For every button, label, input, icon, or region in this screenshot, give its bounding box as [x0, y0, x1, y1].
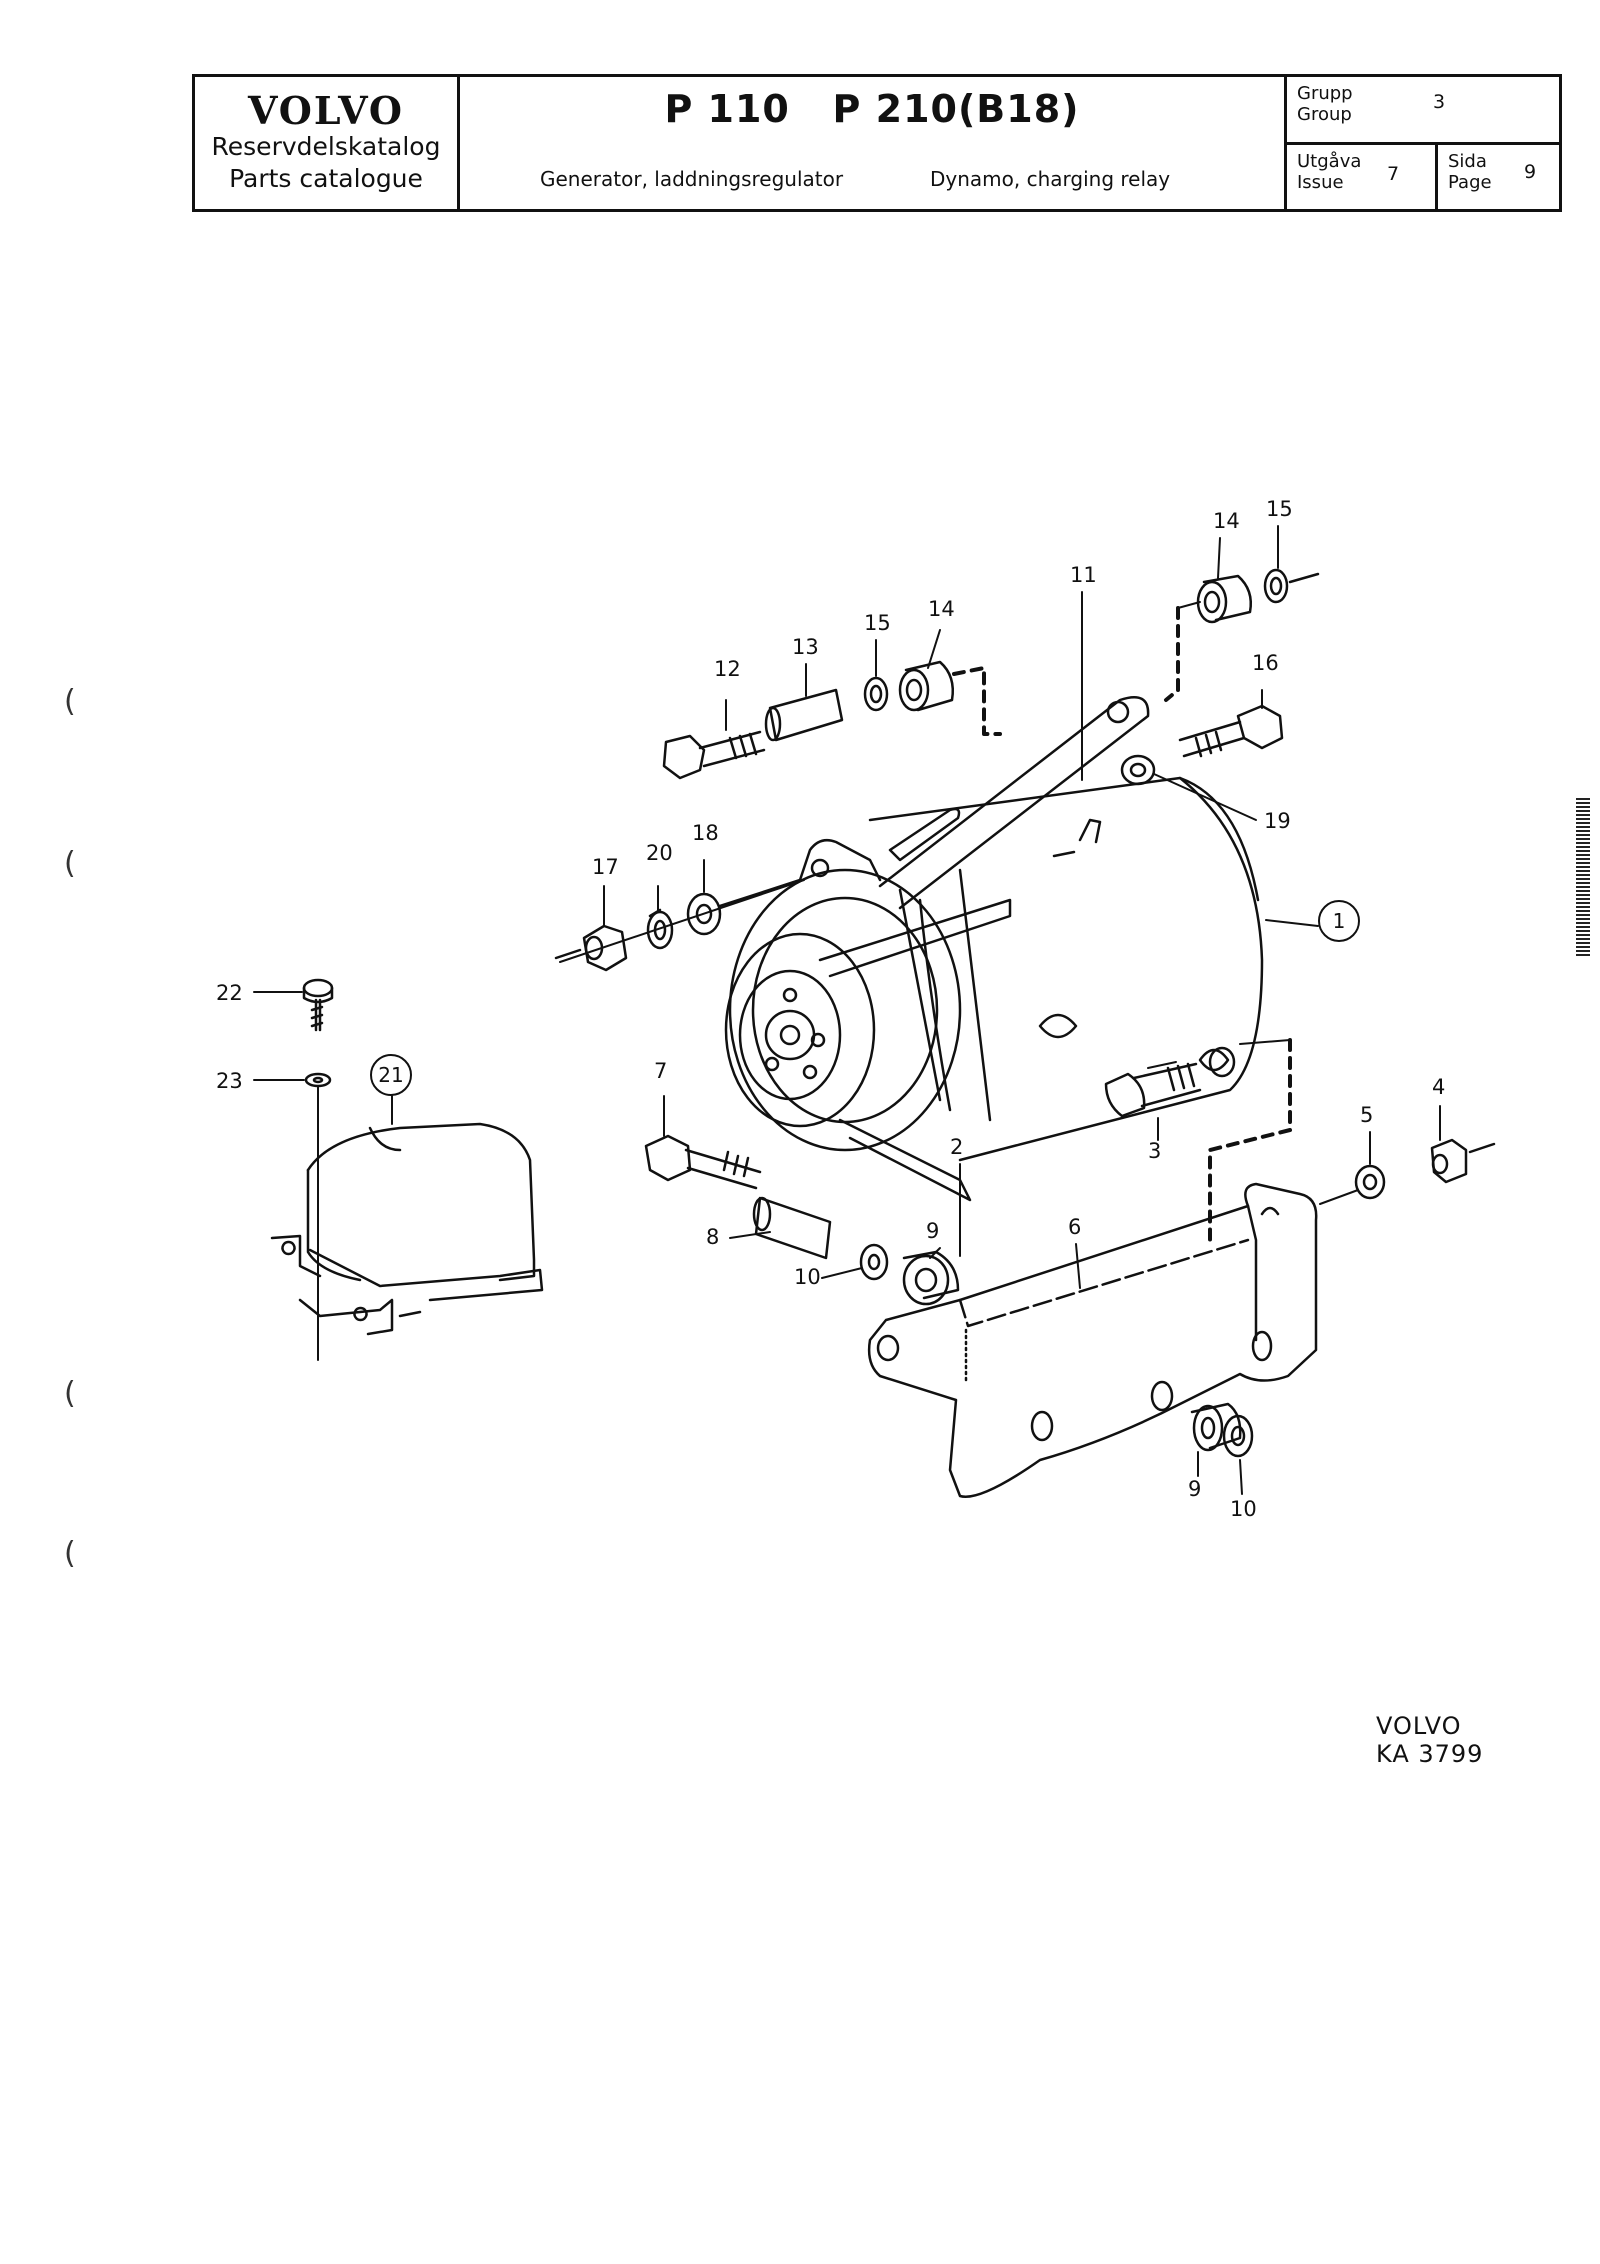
callout-20: 20 — [646, 841, 673, 865]
washer-15-upper-right — [1263, 568, 1320, 604]
washer-15-upper-left — [863, 676, 889, 712]
group-cell: Grupp Group 3 — [1287, 77, 1559, 142]
brand-block: VOLVO Reservdelskatalog Parts catalogue — [195, 77, 460, 209]
meta-block: Grupp Group 3 Utgåva Issue 7 Sida Page 9 — [1287, 77, 1559, 209]
bushing-14-upper-left — [898, 660, 954, 712]
page-cell: Sida Page 9 — [1438, 145, 1559, 210]
dashed-guide-upper-right — [1164, 606, 1180, 702]
leader-lines — [253, 525, 1441, 1495]
callout-9-left: 9 — [926, 1219, 940, 1243]
bolt-16 — [1178, 704, 1284, 758]
issue-cell: Utgåva Issue 7 — [1287, 144, 1438, 209]
callout-22: 22 — [216, 981, 243, 1005]
adjusting-link — [878, 696, 1150, 910]
callout-10-left: 10 — [794, 1265, 821, 1289]
nut-4 — [1430, 1138, 1496, 1184]
bolt-7 — [644, 1134, 762, 1190]
group-label-sv: Grupp — [1297, 83, 1353, 104]
callout-2: 2 — [950, 1135, 964, 1159]
generator-body — [724, 776, 1264, 1202]
description-en: Dynamo, charging relay — [930, 167, 1171, 191]
catalog-title-sv: Reservdelskatalog — [211, 132, 441, 161]
callout-18: 18 — [692, 821, 719, 845]
callout-1-circled: 1 — [1318, 900, 1360, 942]
callout-16: 16 — [1252, 651, 1279, 675]
dashed-guide-lower — [1208, 1038, 1292, 1242]
issue-page-row: Utgåva Issue 7 Sida Page 9 — [1287, 144, 1559, 210]
reference-code: KA 3799 — [1376, 1740, 1484, 1768]
issue-label-sv: Utgåva — [1297, 150, 1362, 172]
bushing-14-upper-right — [1196, 574, 1252, 624]
axis-line-17 — [559, 879, 805, 963]
callout-5: 5 — [1360, 1103, 1374, 1127]
reference-brand: VOLVO — [1376, 1712, 1462, 1740]
issue-label-en: Issue — [1297, 171, 1344, 193]
bushing-9-lower — [1190, 1402, 1242, 1452]
margin-mark-4: ( — [64, 1536, 76, 1571]
group-value: 3 — [1433, 91, 1446, 113]
title-block: P 110 P 210(B18) Generator, laddningsreg… — [460, 77, 1287, 209]
margin-mark-3: ( — [64, 1376, 76, 1411]
callout-8: 8 — [706, 1225, 720, 1249]
callout-19: 19 — [1264, 809, 1291, 833]
callout-13: 13 — [792, 635, 819, 659]
catalog-title-en: Parts catalogue — [229, 164, 423, 193]
bushing-9-left — [902, 1250, 960, 1306]
callout-14-upper-left: 14 — [928, 597, 955, 621]
model-title: P 110 P 210(B18) — [664, 87, 1080, 131]
volvo-logo: VOLVO — [247, 88, 405, 133]
dashed-guide-upper-left — [952, 666, 1002, 736]
washer-10-lower — [1222, 1414, 1254, 1458]
callout-6: 6 — [1068, 1215, 1082, 1239]
callout-11: 11 — [1070, 563, 1097, 587]
callout-14-upper-right: 14 — [1213, 509, 1240, 533]
issue-value: 7 — [1387, 162, 1400, 185]
page-label-en: Page — [1448, 171, 1492, 193]
page-label-sv: Sida — [1448, 150, 1487, 172]
screw-22 — [302, 978, 334, 1032]
spacer-13 — [764, 688, 844, 742]
group-row: Grupp Group 3 — [1287, 77, 1559, 145]
callout-7: 7 — [654, 1059, 668, 1083]
washer-10-left — [859, 1243, 889, 1281]
drawing-reference: VOLVO KA 3799 — [1376, 1712, 1483, 1768]
bolt-3 — [1104, 1046, 1236, 1118]
callout-4: 4 — [1432, 1075, 1446, 1099]
description-sv: Generator, laddningsregulator — [540, 167, 844, 191]
callout-21-circled: 21 — [370, 1054, 412, 1096]
margin-mark-2: ( — [64, 846, 76, 881]
callout-3: 3 — [1148, 1139, 1162, 1163]
margin-mark-1: ( — [64, 684, 76, 719]
mounting-bracket — [867, 1182, 1318, 1498]
callout-9-lower: 9 — [1188, 1477, 1202, 1501]
nut-17 — [554, 924, 628, 972]
spacer-8 — [752, 1196, 832, 1260]
callout-15-upper-left: 15 — [864, 611, 891, 635]
bolt-12 — [662, 730, 766, 780]
callout-23: 23 — [216, 1069, 243, 1093]
charging-relay — [270, 1122, 544, 1336]
callout-10-lower: 10 — [1230, 1497, 1257, 1521]
washer-19 — [1120, 754, 1156, 786]
washer-5 — [1354, 1164, 1386, 1200]
catalog-header: VOLVO Reservdelskatalog Parts catalogue … — [192, 74, 1562, 212]
callout-17: 17 — [592, 855, 619, 879]
page-value: 9 — [1524, 160, 1537, 183]
callout-12: 12 — [714, 657, 741, 681]
washer-18 — [686, 878, 802, 936]
callout-15-upper-right: 15 — [1266, 497, 1293, 521]
washer-23 — [304, 1072, 332, 1088]
page-edge-tab — [1576, 796, 1590, 956]
group-label-en: Group — [1297, 104, 1352, 125]
